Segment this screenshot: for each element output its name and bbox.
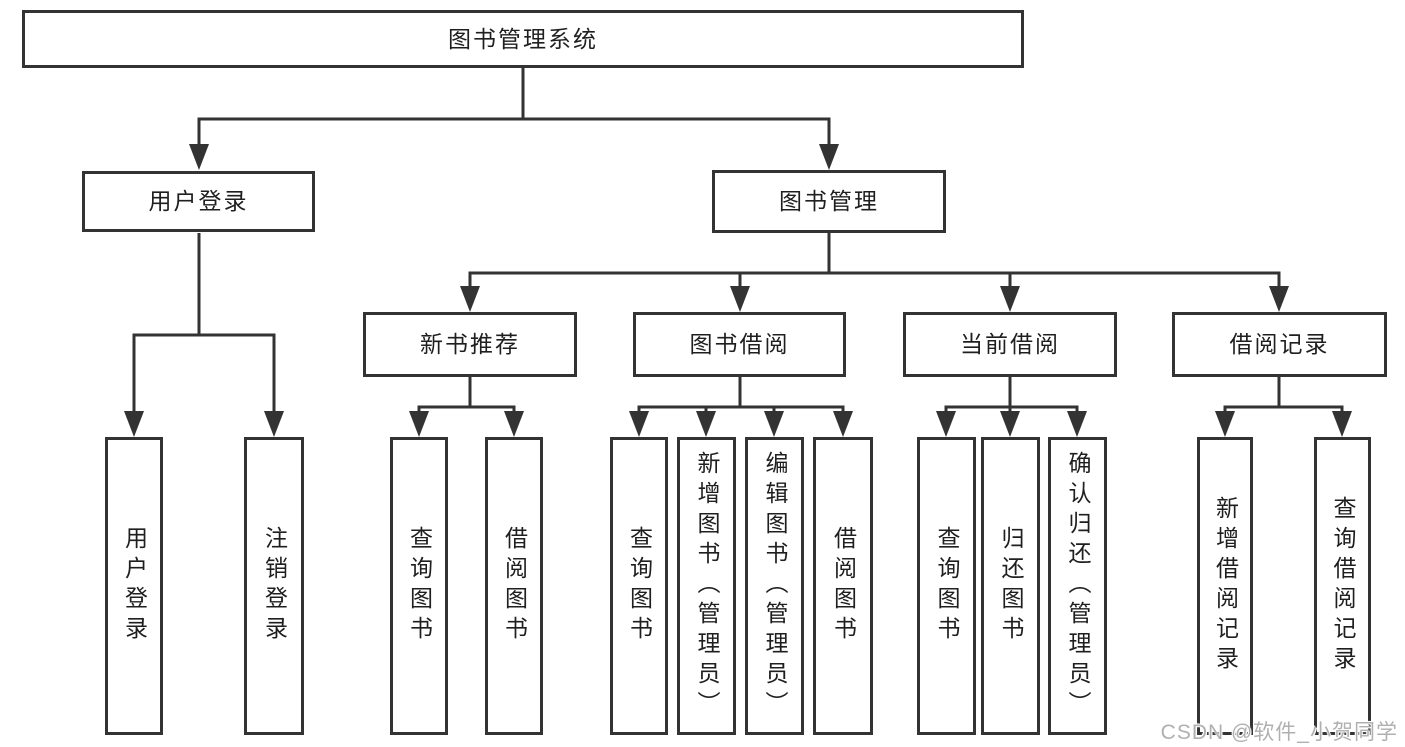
node-book-management: 图书管理 bbox=[712, 170, 946, 233]
node-current-borrowing: 当前借阅 bbox=[903, 312, 1117, 377]
node-borrowing-records-label: 借阅记录 bbox=[1229, 331, 1330, 357]
leaf-borrow-books-recommend-label: 借阅图书 bbox=[501, 526, 528, 646]
node-new-book-recommendation: 新书推荐 bbox=[363, 312, 577, 377]
watermark: CSDN @软件_小贺同学 bbox=[1160, 721, 1398, 744]
leaf-user-login: 用户登录 bbox=[105, 437, 163, 735]
leaf-query-books-borrowing-label: 查询图书 bbox=[626, 526, 653, 646]
leaf-borrow-books: 借阅图书 bbox=[813, 437, 873, 735]
leaf-query-borrow-record-label: 查询借阅记录 bbox=[1330, 496, 1356, 676]
leaf-query-books-current-label: 查询图书 bbox=[934, 526, 960, 646]
node-book-borrowing-label: 图书借阅 bbox=[689, 331, 790, 357]
leaf-add-books-admin-label: 新增图书（管理员） bbox=[694, 451, 720, 721]
leaf-add-borrow-record: 新增借阅记录 bbox=[1197, 437, 1253, 735]
leaf-query-books-current: 查询图书 bbox=[917, 437, 976, 735]
leaf-logout-label: 注销登录 bbox=[261, 526, 288, 646]
node-root: 图书管理系统 bbox=[22, 10, 1024, 68]
leaf-add-borrow-record-label: 新增借阅记录 bbox=[1212, 496, 1239, 676]
leaf-return-books-label: 归还图书 bbox=[998, 526, 1024, 646]
leaf-add-books-admin: 新增图书（管理员） bbox=[677, 437, 736, 735]
leaf-confirm-return-admin-label: 确认归还（管理员） bbox=[1065, 451, 1091, 721]
leaf-logout: 注销登录 bbox=[244, 437, 304, 735]
leaf-return-books: 归还图书 bbox=[981, 437, 1040, 735]
leaf-edit-books-admin-label: 编辑图书（管理员） bbox=[762, 451, 788, 721]
leaf-query-books-borrowing: 查询图书 bbox=[610, 437, 668, 735]
leaf-query-books-recommend: 查询图书 bbox=[390, 437, 448, 735]
leaf-query-borrow-record: 查询借阅记录 bbox=[1314, 437, 1371, 735]
node-book-borrowing: 图书借阅 bbox=[633, 312, 846, 377]
node-root-label: 图书管理系统 bbox=[448, 25, 598, 52]
node-borrowing-records: 借阅记录 bbox=[1172, 312, 1387, 377]
leaf-edit-books-admin: 编辑图书（管理员） bbox=[745, 437, 804, 735]
node-user-login-label: 用户登录 bbox=[148, 188, 249, 214]
leaf-user-login-label: 用户登录 bbox=[121, 526, 148, 646]
leaf-borrow-books-label: 借阅图书 bbox=[830, 526, 857, 646]
node-current-borrowing-label: 当前借阅 bbox=[960, 331, 1060, 357]
leaf-query-books-recommend-label: 查询图书 bbox=[406, 526, 433, 646]
leaf-borrow-books-recommend: 借阅图书 bbox=[485, 437, 543, 735]
node-book-management-label: 图书管理 bbox=[779, 188, 879, 214]
leaf-confirm-return-admin: 确认归还（管理员） bbox=[1048, 437, 1107, 735]
node-new-book-recommendation-label: 新书推荐 bbox=[420, 331, 520, 357]
arrowheads bbox=[124, 144, 1352, 437]
node-user-login: 用户登录 bbox=[82, 171, 315, 232]
